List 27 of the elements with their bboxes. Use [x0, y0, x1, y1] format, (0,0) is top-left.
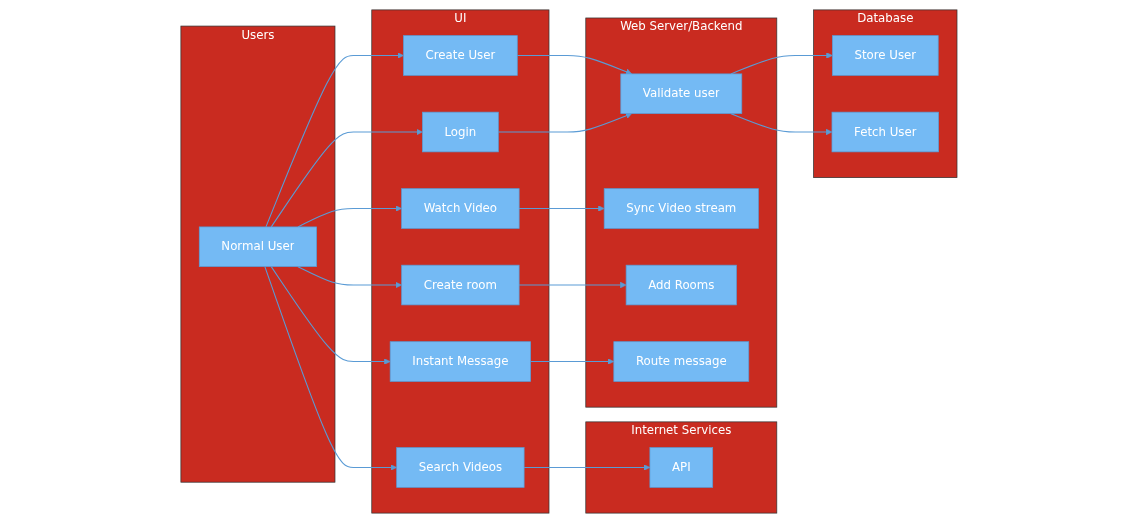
arrow — [265, 51, 404, 227]
node-box: Validate user — [620, 73, 743, 114]
node-box: Instant Message — [389, 340, 532, 382]
arrow — [518, 204, 605, 212]
node-box: Sync Video stream — [603, 187, 759, 229]
node-box: API — [649, 446, 714, 488]
arrow — [270, 265, 391, 365]
node-box: Create room — [401, 264, 520, 305]
node-box: Normal User — [198, 226, 317, 267]
node-box: Search Videos — [396, 446, 525, 488]
node-box: Login — [422, 111, 499, 152]
arrow — [530, 357, 615, 365]
arrow — [497, 112, 633, 133]
node-box: Create User — [403, 34, 518, 76]
arrow — [523, 463, 651, 471]
node-box: Store User — [832, 34, 939, 76]
node-box: Watch Video — [401, 187, 520, 229]
node-box: Fetch User — [831, 111, 939, 152]
arrow — [730, 112, 833, 135]
arrow — [270, 128, 423, 227]
arrow — [297, 265, 402, 288]
arrow — [516, 54, 633, 75]
node-box: Add Rooms — [625, 264, 737, 305]
node-box: Route message — [613, 340, 750, 382]
arrow — [518, 281, 627, 288]
arrow — [264, 265, 397, 471]
arrow — [297, 204, 402, 227]
